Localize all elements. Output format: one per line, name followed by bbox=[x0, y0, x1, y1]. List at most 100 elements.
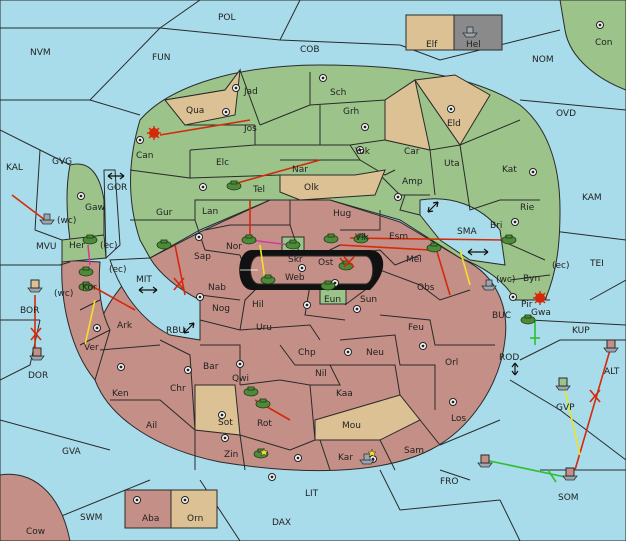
army-unit-rot[interactable] bbox=[255, 398, 271, 409]
label-jos: Jos bbox=[243, 124, 257, 134]
army-unit-qwi[interactable] bbox=[243, 386, 259, 397]
order-support-nor bbox=[259, 244, 266, 281]
army-unit-vik[interactable] bbox=[353, 233, 369, 244]
fleet-unit-bor[interactable] bbox=[27, 279, 43, 293]
label-uru: Uru bbox=[256, 323, 272, 333]
fleet-unit-kar[interactable] bbox=[359, 453, 375, 465]
star-marker-kar bbox=[367, 448, 377, 458]
label-los: Los bbox=[451, 414, 466, 424]
supply-center-marker bbox=[509, 293, 517, 301]
label-sma: SMA bbox=[457, 227, 477, 237]
province-orn[interactable] bbox=[170, 489, 218, 529]
army-unit-ost[interactable] bbox=[323, 233, 339, 244]
supply-center-marker bbox=[356, 146, 364, 154]
fleet-unit-fro[interactable] bbox=[477, 454, 493, 468]
label-mit: MIT bbox=[136, 275, 152, 285]
label-chp: Chp bbox=[298, 348, 316, 358]
label-rie: Rie bbox=[520, 203, 535, 213]
label-gva: GVA bbox=[62, 447, 82, 457]
army-unit-web[interactable] bbox=[260, 274, 276, 285]
army-unit-eun[interactable] bbox=[320, 280, 336, 291]
coast-tag-mvu-wc: (wc) bbox=[57, 216, 76, 226]
label-ken: Ken bbox=[112, 389, 129, 399]
label-nvm: NVM bbox=[30, 48, 51, 58]
order-move-kor-ark bbox=[89, 284, 136, 311]
label-rbu: RBU bbox=[166, 326, 185, 336]
supply-center-marker bbox=[319, 74, 327, 82]
units-layer bbox=[27, 26, 619, 483]
army-unit-nor[interactable] bbox=[241, 234, 257, 245]
label-orl: Orl bbox=[445, 358, 458, 368]
fleet-unit-hel[interactable] bbox=[462, 26, 478, 38]
province-hel[interactable] bbox=[453, 14, 503, 51]
label-lit: LIT bbox=[305, 489, 319, 499]
supply-center-marker bbox=[353, 305, 361, 313]
fleet-unit-gvp[interactable] bbox=[555, 377, 571, 391]
army-unit-pir[interactable] bbox=[520, 314, 536, 325]
label-dax: DAX bbox=[272, 518, 291, 528]
supply-center-marker bbox=[77, 192, 85, 200]
order-hold-fro bbox=[484, 459, 571, 479]
label-ark: Ark bbox=[117, 321, 133, 331]
label-qua: Qua bbox=[186, 106, 204, 116]
label-olk: Olk bbox=[304, 183, 320, 193]
order-support-gvp bbox=[564, 389, 581, 456]
fleet-unit-dor[interactable] bbox=[29, 347, 45, 361]
province-elf[interactable] bbox=[405, 14, 455, 51]
label-elf: Elf bbox=[426, 40, 438, 50]
supply-center-marker bbox=[181, 496, 189, 504]
label-ail: Ail bbox=[146, 421, 157, 431]
label-sam: Sam bbox=[404, 446, 424, 456]
coast-tag-her-ec: (ec) bbox=[100, 241, 118, 251]
coast-tag-kor-ec: (ec) bbox=[109, 265, 127, 275]
label-orn: Orn bbox=[187, 514, 203, 524]
label-ost: Ost bbox=[318, 258, 334, 268]
army-unit-tel[interactable] bbox=[226, 180, 242, 191]
province-car[interactable] bbox=[384, 79, 431, 151]
army-unit-sma[interactable] bbox=[501, 234, 517, 245]
label-som: SOM bbox=[558, 493, 579, 503]
army-unit-skr[interactable] bbox=[285, 239, 301, 250]
label-hel: Hel bbox=[466, 40, 481, 50]
province-olk[interactable] bbox=[279, 169, 386, 201]
label-uta: Uta bbox=[444, 159, 460, 169]
inner-sea-sma bbox=[419, 198, 506, 266]
army-unit-mel[interactable] bbox=[426, 242, 442, 253]
order-move-jos-can bbox=[159, 119, 251, 136]
label-dor: DOR bbox=[28, 371, 48, 381]
label-mel: Mel bbox=[406, 255, 422, 265]
label-her: Her bbox=[69, 241, 85, 251]
label-elc: Elc bbox=[216, 158, 229, 168]
supply-center-marker bbox=[117, 363, 125, 371]
army-unit-her[interactable] bbox=[82, 234, 98, 245]
label-zin: Zin bbox=[224, 450, 238, 460]
army-unit-kor[interactable] bbox=[78, 266, 94, 277]
supply-center-marker bbox=[294, 454, 302, 462]
fleet-unit-mvu[interactable] bbox=[39, 213, 55, 225]
province-qua[interactable] bbox=[164, 68, 241, 126]
supply-center-marker bbox=[344, 348, 352, 356]
destroyed-unit-gwa bbox=[533, 291, 547, 305]
label-gvp: GVP bbox=[556, 403, 575, 413]
label-neu: Neu bbox=[366, 348, 384, 358]
label-mvu: MVU bbox=[36, 242, 57, 252]
label-pir: Pir bbox=[521, 300, 533, 310]
label-jad: Jad bbox=[243, 87, 258, 97]
supply-center-marker bbox=[199, 183, 207, 191]
fleet-unit-alt[interactable] bbox=[603, 339, 619, 353]
supply-center-marker bbox=[133, 496, 141, 504]
order-move-sap-nab bbox=[174, 244, 186, 296]
label-grh: Grh bbox=[343, 107, 359, 117]
order-move-nar-tel bbox=[229, 159, 321, 186]
province-aba[interactable] bbox=[124, 489, 172, 529]
label-swm: SWM bbox=[80, 513, 102, 523]
label-bar: Bar bbox=[203, 362, 219, 372]
fleet-unit-som[interactable] bbox=[562, 467, 578, 481]
army-unit-kor2[interactable] bbox=[78, 281, 94, 292]
supply-center-marker bbox=[195, 233, 203, 241]
label-tel: Tel bbox=[252, 185, 265, 195]
label-hil: Hil bbox=[252, 300, 264, 310]
order-support-ver bbox=[84, 299, 96, 346]
army-unit-sap[interactable] bbox=[156, 239, 172, 250]
fleet-unit-obs[interactable] bbox=[481, 279, 497, 291]
